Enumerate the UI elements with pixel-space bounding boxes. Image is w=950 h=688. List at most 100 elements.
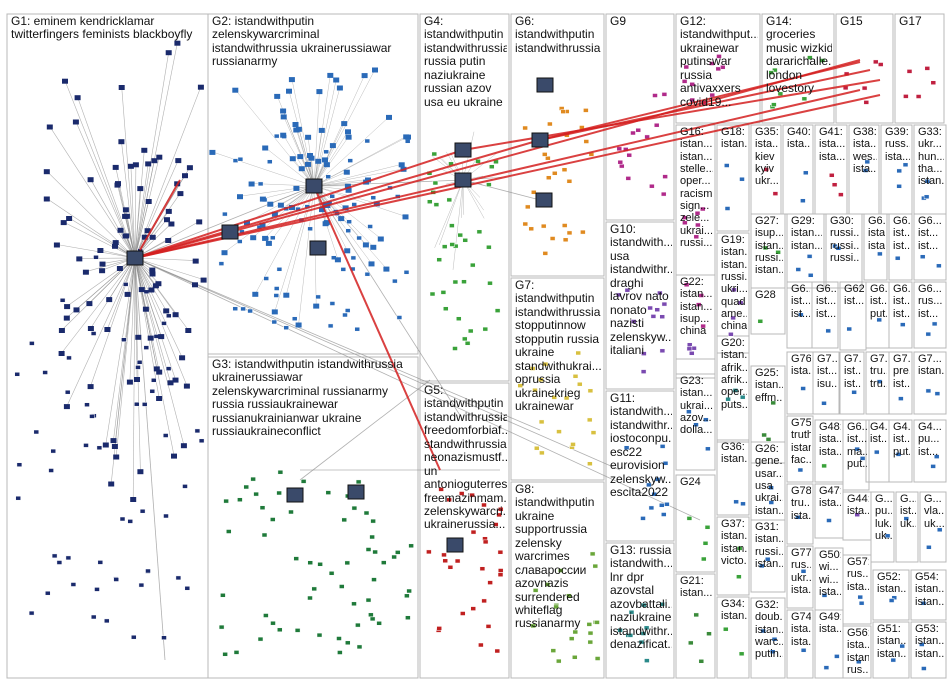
vertex <box>274 134 279 138</box>
vertex <box>739 652 744 656</box>
vertex <box>296 323 302 328</box>
vertex <box>299 166 305 171</box>
vertex <box>530 367 535 371</box>
vertex <box>802 97 807 101</box>
edge <box>135 52 169 258</box>
vertex <box>577 382 582 386</box>
vertex <box>44 197 50 202</box>
vertex <box>659 503 664 507</box>
vertex <box>399 162 405 167</box>
vertex <box>277 267 282 271</box>
vertex <box>801 387 806 391</box>
vertex <box>924 195 929 199</box>
vertex <box>341 121 347 126</box>
vertex <box>694 235 699 239</box>
vertex <box>123 207 129 212</box>
vertex <box>284 326 289 330</box>
vertex <box>734 500 739 504</box>
vertex <box>545 583 550 587</box>
vertex <box>319 128 325 133</box>
vertex <box>488 581 493 585</box>
vertex <box>254 492 259 496</box>
vertex <box>552 171 557 175</box>
vertex <box>99 268 105 273</box>
vertex <box>495 649 500 653</box>
vertex <box>660 602 665 606</box>
vertex <box>430 292 435 296</box>
vertex <box>222 212 227 216</box>
vertex <box>631 320 636 324</box>
vertex <box>67 356 72 360</box>
group-box-g62 <box>840 282 866 350</box>
vertex <box>531 624 536 628</box>
vertex <box>567 594 572 598</box>
vertex <box>547 122 552 126</box>
vertex <box>378 237 384 242</box>
group-box-g52 <box>873 570 909 620</box>
vertex <box>728 332 733 336</box>
vertex <box>344 170 350 175</box>
vertex <box>482 599 487 603</box>
vertex <box>682 216 687 220</box>
vertex <box>57 561 62 565</box>
vertex <box>710 93 715 97</box>
vertex <box>106 297 112 302</box>
group-box-g41 <box>815 125 847 214</box>
vertex <box>267 202 273 207</box>
edge <box>106 258 135 445</box>
vertex <box>113 165 119 170</box>
vertex <box>539 420 544 424</box>
vertex <box>493 523 498 527</box>
group-box-g29 <box>787 214 824 288</box>
vertex <box>137 360 142 364</box>
vertex <box>541 224 546 228</box>
vertex <box>199 439 204 443</box>
vertex <box>701 557 706 561</box>
vertex <box>292 317 297 321</box>
vertex <box>588 640 593 644</box>
vertex <box>525 205 530 209</box>
vertex <box>272 320 277 324</box>
vertex <box>289 77 295 82</box>
vertex <box>404 270 409 274</box>
vertex <box>111 438 117 443</box>
vertex <box>561 110 566 114</box>
vertex <box>397 316 402 320</box>
vertex <box>176 576 181 580</box>
vertex <box>759 564 764 568</box>
vertex <box>193 259 199 264</box>
vertex <box>660 444 665 448</box>
group-box-g13 <box>606 543 674 678</box>
group-box-g40 <box>783 125 813 214</box>
vertex <box>453 280 458 284</box>
group-box-g50 <box>815 548 843 610</box>
group-box-g32 <box>751 598 785 678</box>
vertex <box>931 464 936 468</box>
vertex <box>146 569 151 573</box>
vertex <box>518 384 523 388</box>
group-box-g5 <box>420 383 509 678</box>
vertex <box>573 374 578 378</box>
vertex <box>731 316 736 320</box>
edge <box>67 258 135 406</box>
vertex <box>104 327 110 332</box>
group-box-g48 <box>815 420 843 482</box>
vertex <box>201 278 207 283</box>
vertex <box>233 307 238 311</box>
vertex <box>365 272 370 276</box>
vertex <box>258 182 263 186</box>
vertex <box>123 282 128 286</box>
vertex <box>369 261 375 266</box>
group-box-g6a <box>864 214 887 280</box>
vertex <box>317 633 322 637</box>
vertex <box>649 506 654 510</box>
vertex <box>439 487 444 491</box>
vertex <box>71 583 76 587</box>
vertex <box>51 449 56 453</box>
vertex <box>741 502 746 506</box>
vertex <box>661 513 666 517</box>
vertex <box>168 222 174 227</box>
vertex <box>179 355 185 360</box>
vertex <box>776 250 781 254</box>
vertex <box>523 126 528 130</box>
